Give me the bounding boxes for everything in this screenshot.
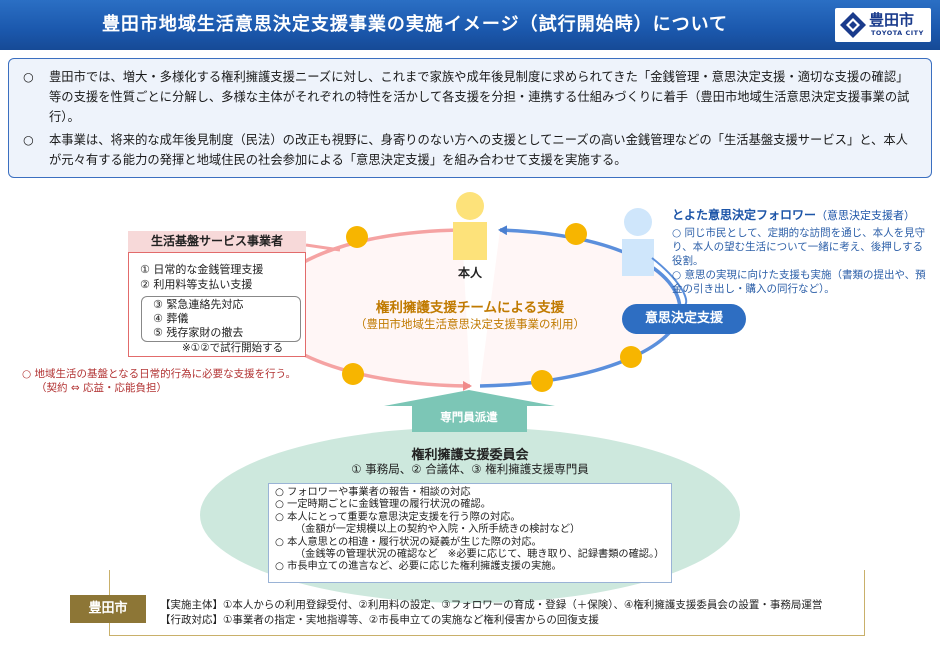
- cycle-dot: [346, 226, 368, 248]
- follower-title: とよた意思決定フォロワー（意思決定支援者）: [672, 206, 915, 223]
- follower-role: （意思決定支援者）: [816, 209, 916, 222]
- header-bar: [0, 0, 940, 50]
- intro-paragraph: ○ 本事業は、将来的な成年後見制度（民法）の改正も視野に、身寄りのない方への支援…: [23, 130, 917, 170]
- service-arrow: [305, 243, 341, 252]
- service-provider-title: 生活基盤サービス事業者: [128, 231, 306, 253]
- city-label: 豊田市: [70, 595, 146, 623]
- duty-item: ○ 一定時期ごとに金銭管理の履行状況の確認。: [275, 499, 491, 511]
- duty-item: ○ 本人意思との相違・履行状況の疑義が生じた際の対応。: [275, 536, 542, 548]
- intro-paragraph: ○ 豊田市では、増大・多様化する権利擁護支援ニーズに対し、これまで家族や成年後見…: [23, 67, 917, 127]
- follower-description: ○ 同じ市民として、定期的な訪問を通じ、本人を見守り、本人の望む生活について一緒…: [672, 227, 926, 267]
- intro-text: 豊田市では、増大・多様化する権利擁護支援ニーズに対し、これまで家族や成年後見制度…: [49, 70, 910, 124]
- cycle-dot: [620, 346, 642, 368]
- intro-box: ○ 豊田市では、増大・多様化する権利擁護支援ニーズに対し、これまで家族や成年後見…: [8, 58, 932, 178]
- follower-description: ○ 意思の実現に向けた支援も実施（書類の提出や、預金の引き出し・購入の同行など）…: [672, 269, 926, 295]
- dispatch-arrow: [384, 390, 555, 432]
- follower-arrow: [651, 257, 688, 306]
- intro-text: 本事業は、将来的な成年後見制度（民法）の改正も視野に、身寄りのない方への支援とし…: [49, 133, 908, 167]
- person-label: 本人: [457, 266, 482, 280]
- service-bracket: [141, 296, 301, 342]
- service-note-line: ○ 地域生活の基盤となる日常的行為に必要な支援を行う。: [22, 368, 297, 380]
- logo-subtitle: TOYOTA CITY: [871, 29, 924, 37]
- team-sublabel: （豊田市地域生活意思決定支援事業の利用）: [355, 317, 585, 331]
- service-item: ① 日常的な金銭管理支援: [140, 263, 264, 276]
- duty-item: ○ フォロワーや事業者の報告・相談の対応: [275, 487, 471, 498]
- follower-name: とよた意思決定フォロワー: [672, 208, 817, 222]
- follower-person-icon: [622, 208, 654, 276]
- dispatch-label: 専門員派遣: [440, 410, 498, 424]
- city-line: 【行政対応】①事業者の指定・実地指導等、②市長申立ての実施など権利侵害からの回復…: [160, 614, 599, 626]
- duty-item: （金額が一定規模以上の契約や入院・入所手続きの検討など）: [295, 524, 581, 536]
- service-item: ⑤ 残存家財の撤去: [153, 326, 244, 339]
- duty-item: ○ 市長申立ての進言など、必要に応じた権利擁護支援の実施。: [275, 561, 562, 573]
- committee-duties-box: ○ フォロワーや事業者の報告・相談の対応 ○ 一定時期ごとに金銭管理の履行状況の…: [268, 483, 672, 583]
- decision-support-pill: 意思決定支援: [622, 304, 746, 334]
- committee-title: 権利擁護支援委員会: [411, 448, 529, 463]
- city-line: 【実施主体】①本人からの利用登録受付、②利用料の設定、③フォロワーの育成・登録（…: [160, 599, 823, 611]
- service-note: ○ 地域生活の基盤となる日常的行為に必要な支援を行う。 （契約 ⇔ 応益・応能負…: [22, 367, 296, 395]
- cycle-dot: [565, 223, 587, 245]
- bullet-icon: ○: [23, 70, 34, 84]
- cycle-dot: [531, 370, 553, 392]
- person-icon: [453, 192, 487, 260]
- service-note-line: （契約 ⇔ 応益・応能負担）: [36, 382, 167, 394]
- bullet-icon: ○: [23, 133, 34, 147]
- page-title: 豊田市地域生活意思決定支援事業の実施イメージ（試行開始時）について: [101, 14, 729, 35]
- committee-members: ① 事務局、② 合議体、③ 権利擁護支援専門員: [351, 462, 589, 476]
- city-emblem-icon: [840, 12, 866, 38]
- duty-item: ○ 本人にとって重要な意思決定支援を行う際の対応。: [275, 511, 521, 523]
- service-item: ④ 葬儀: [153, 312, 189, 325]
- service-item: ② 利用料等支払い支援: [140, 278, 253, 291]
- service-item: ③ 緊急連絡先対応: [153, 298, 244, 311]
- logo-name: 豊田市: [869, 11, 915, 29]
- team-label: 権利擁護支援チームによる支援: [375, 300, 565, 316]
- duty-item: （金銭等の管理状況の確認など ※必要に応じて、聴き取り、記録書類の確認。）: [295, 549, 665, 561]
- city-logo: 豊田市 TOYOTA CITY: [835, 8, 931, 42]
- service-trial-note: ※①②で試行開始する: [182, 342, 284, 354]
- cycle-dot: [342, 363, 364, 385]
